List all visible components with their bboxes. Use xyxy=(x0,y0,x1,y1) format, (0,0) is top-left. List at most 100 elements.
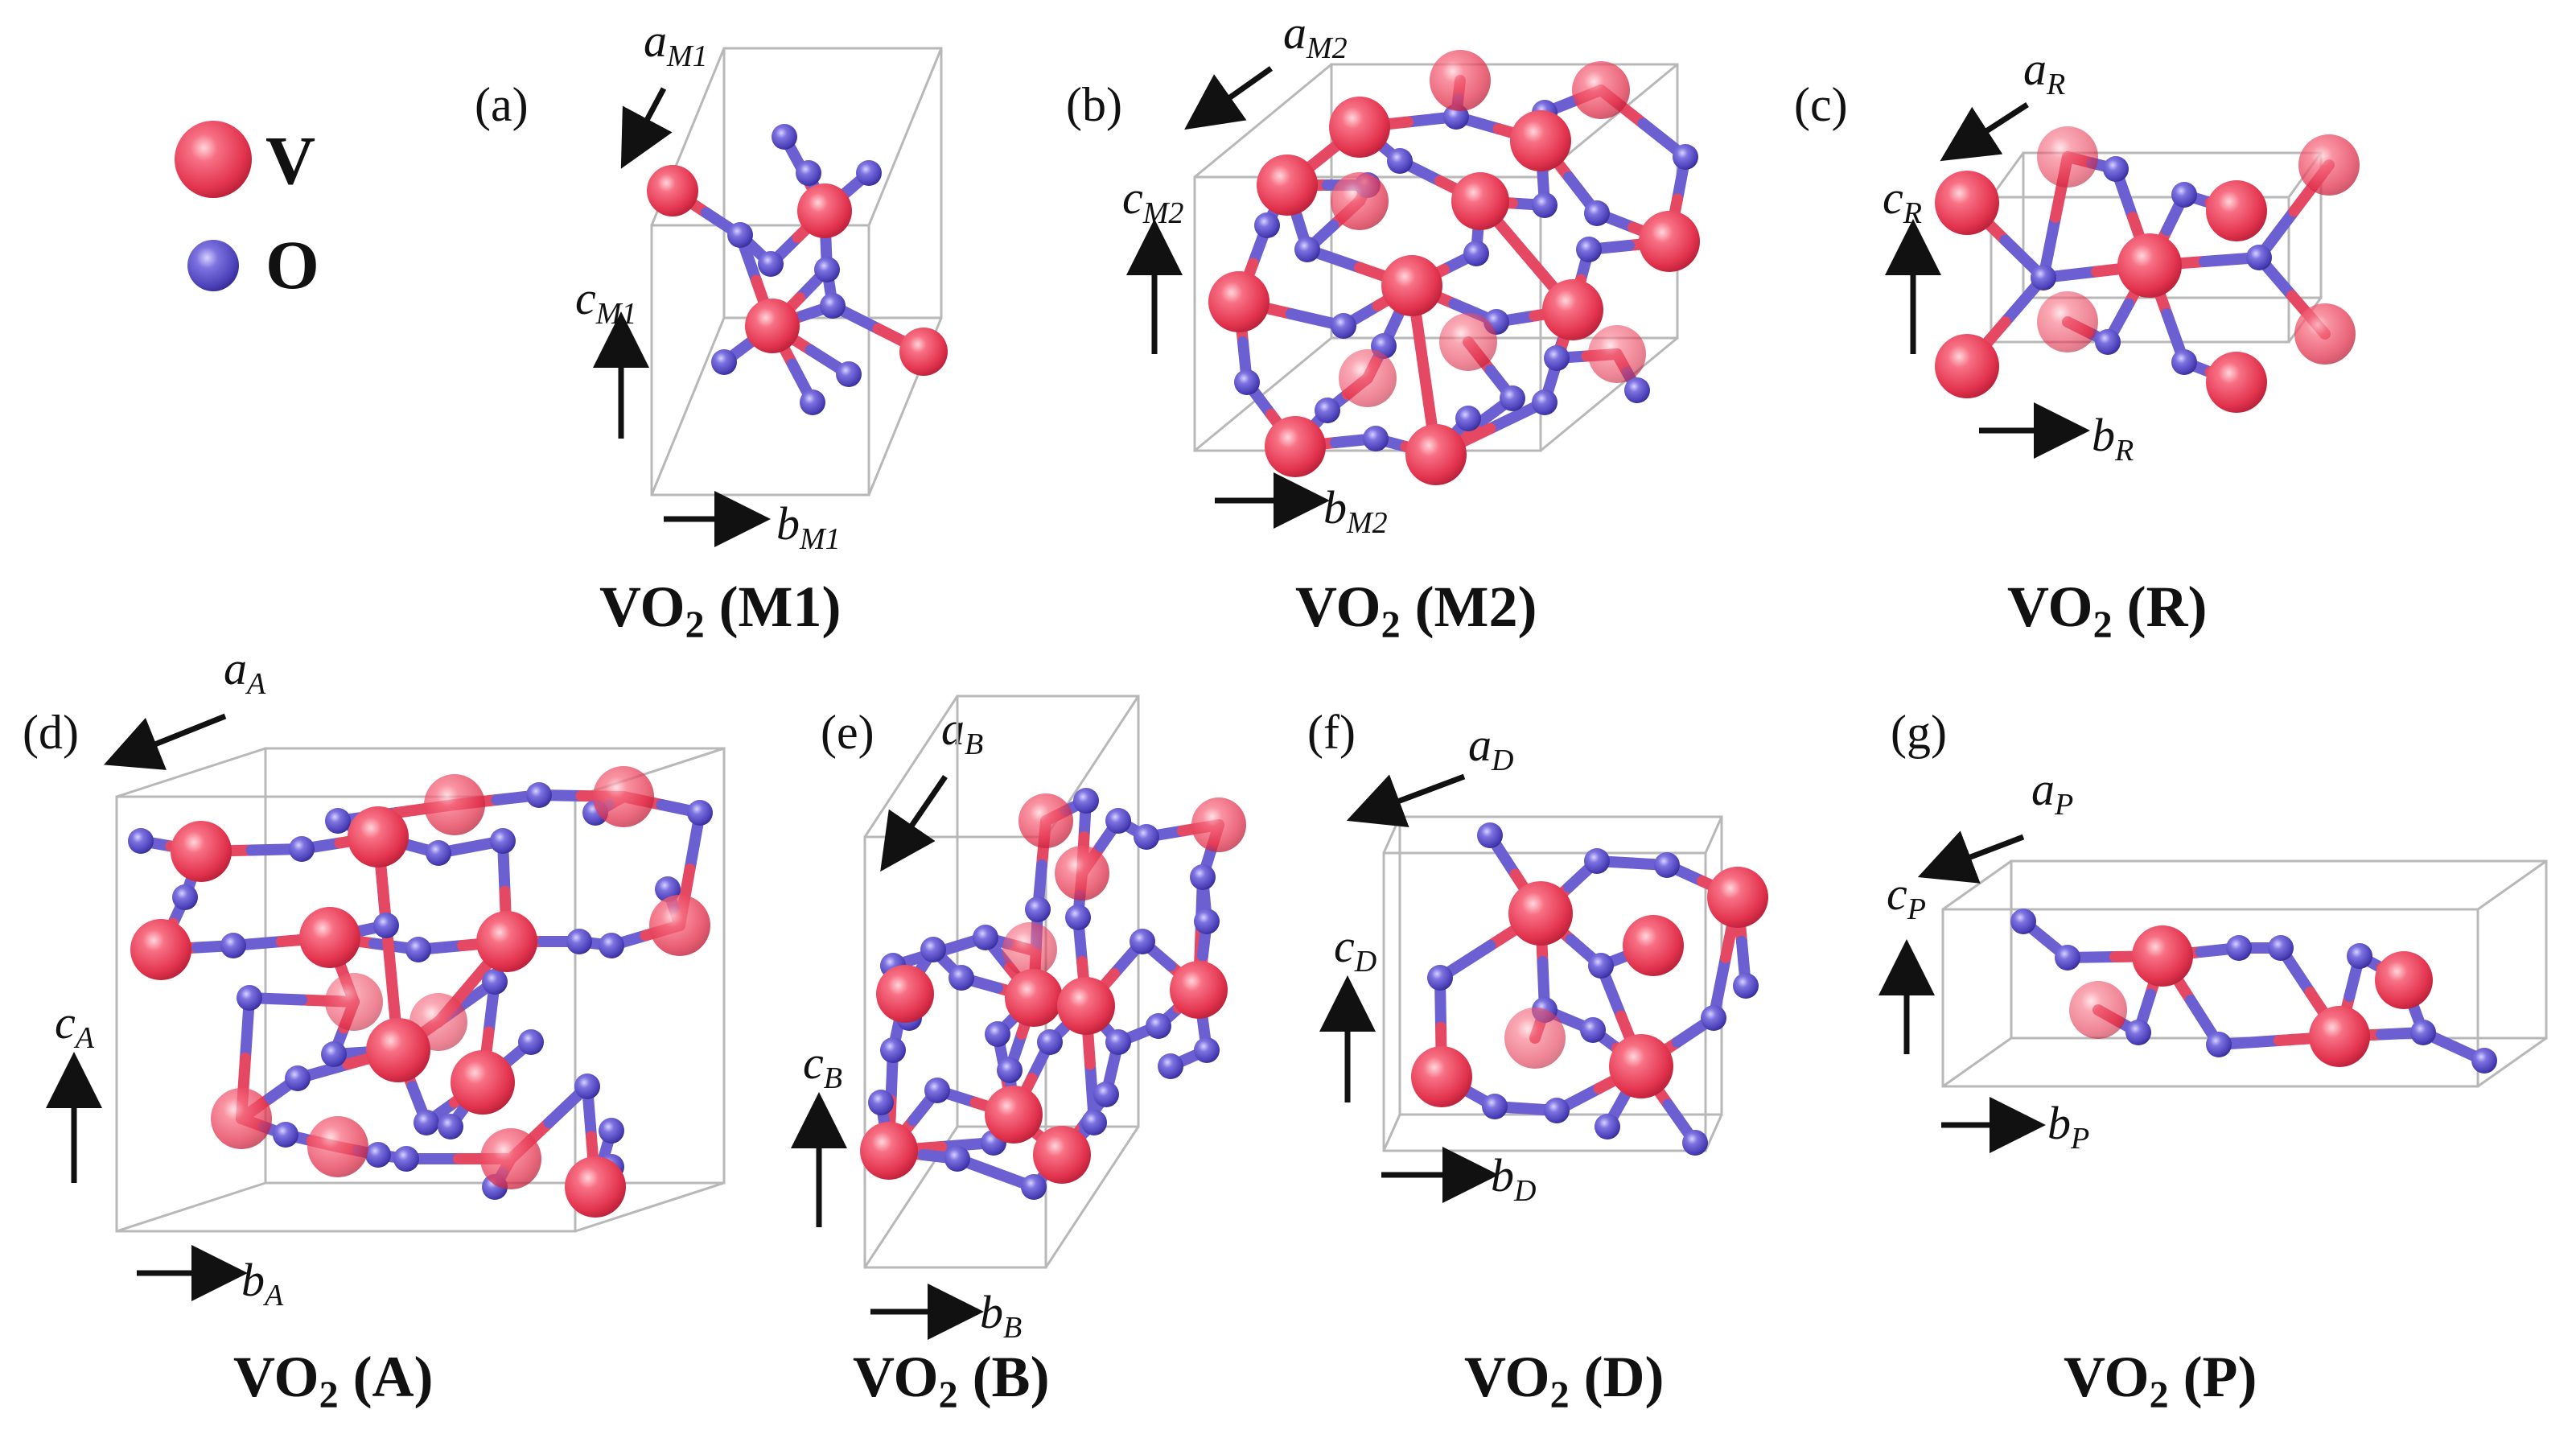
panel-title-m2: VO2 (M2) xyxy=(1295,575,1537,646)
vanadium-atom xyxy=(2117,233,2182,298)
oxygen-atom xyxy=(285,1065,311,1091)
oxygen-atom xyxy=(1105,1029,1131,1055)
vanadium-atom xyxy=(2206,180,2267,241)
axis-label-a-P: aP xyxy=(2031,763,2073,822)
panel-title-m1: VO2 (M1) xyxy=(599,575,841,646)
structure-D xyxy=(1411,822,1768,1156)
oxygen-atom xyxy=(490,828,516,854)
panel-label-a: (a) xyxy=(475,78,529,131)
oxygen-atom xyxy=(949,965,974,991)
oxygen-atom xyxy=(128,828,154,854)
vanadium-atom xyxy=(1451,172,1509,230)
oxygen-atom xyxy=(796,160,821,186)
oxygen-atom xyxy=(973,925,998,950)
oxygen-atom xyxy=(599,1118,624,1144)
vanadium-atom xyxy=(745,299,800,353)
vanadium-atom xyxy=(130,919,191,980)
oxygen-atom xyxy=(2347,943,2372,969)
oxygen-atom xyxy=(1624,377,1650,403)
oxygen-atom xyxy=(220,933,246,958)
structure-B xyxy=(860,788,1246,1200)
oxygen-atom xyxy=(1532,389,1558,415)
vanadium-atom xyxy=(171,821,232,882)
oxygen-atom xyxy=(1194,909,1220,934)
axis-label-c-m1: cM1 xyxy=(575,272,636,331)
vanadium-atom xyxy=(860,1122,918,1180)
oxygen-atom xyxy=(1455,406,1481,431)
vanadium-atom xyxy=(593,766,654,827)
vanadium-atom xyxy=(1439,313,1497,371)
oxygen-atom xyxy=(1654,852,1680,878)
axis-arrow-a-r xyxy=(1940,102,2029,162)
axis-label-b-A: bA xyxy=(241,1254,284,1313)
vanadium-atom xyxy=(2132,925,2193,987)
vanadium-atom xyxy=(2375,951,2433,1009)
oxygen-atom xyxy=(1477,822,1503,848)
oxygen-atom xyxy=(566,929,592,954)
crystal-structures xyxy=(46,47,2548,1340)
vanadium-atom xyxy=(1170,961,1228,1019)
oxygen-atom xyxy=(2095,329,2121,355)
oxygen-atom xyxy=(373,913,399,938)
oxygen-atom xyxy=(800,389,825,415)
panel-titles: VO2 (M1) VO2 (M2) VO2 (R) VO2 (A) VO2 (B… xyxy=(233,575,2257,1416)
vanadium-atom xyxy=(211,1088,272,1149)
oxygen-atom xyxy=(426,840,451,866)
axis-label-c-r: cR xyxy=(1883,171,1922,230)
vanadium-atom xyxy=(1381,255,1442,316)
oxygen-atom xyxy=(820,293,846,319)
panel-label-c: (c) xyxy=(1794,78,1848,131)
legend-vanadium-sphere xyxy=(175,121,252,198)
panel-title-d: VO2 (D) xyxy=(1464,1345,1665,1416)
oxygen-atom xyxy=(836,361,862,387)
oxygen-atom xyxy=(2471,1048,2497,1074)
axis-label-c-A: cA xyxy=(55,996,95,1055)
oxygen-atom xyxy=(2055,945,2080,971)
vanadium-atom xyxy=(1055,846,1109,900)
vanadium-atom xyxy=(1542,279,1603,340)
legend-vanadium-label: V xyxy=(265,122,315,199)
oxygen-atom xyxy=(924,1078,950,1103)
vanadium-atom xyxy=(1208,271,1269,332)
oxygen-atom xyxy=(414,1110,439,1135)
vanadium-atom xyxy=(1510,110,1571,171)
panel-label-d: (d) xyxy=(23,706,79,759)
oxygen-atom xyxy=(1733,973,1759,999)
oxygen-atom xyxy=(1580,1017,1606,1043)
axis-label-c-P: cP xyxy=(1887,867,1926,926)
vanadium-atom xyxy=(2037,126,2098,188)
vanadium-atom xyxy=(1329,97,1390,158)
panel-label-g: (g) xyxy=(1891,706,1947,759)
oxygen-atom xyxy=(2246,245,2272,270)
oxygen-atom xyxy=(2171,349,2197,375)
oxygen-atom xyxy=(518,1029,544,1055)
oxygen-atom xyxy=(2410,1020,2436,1045)
oxygen-atom xyxy=(997,1057,1023,1083)
oxygen-atom xyxy=(1532,192,1558,218)
oxygen-atom xyxy=(1021,1174,1047,1200)
vanadium-atom xyxy=(1057,977,1115,1035)
axis-label-c-B: cB xyxy=(803,1036,842,1095)
panel-title-a: VO2 (A) xyxy=(233,1345,434,1416)
vanadium-atom xyxy=(2069,981,2127,1039)
oxygen-atom xyxy=(482,969,508,995)
oxygen-atom xyxy=(880,1037,906,1063)
structure-r xyxy=(1935,126,2360,413)
oxygen-atom xyxy=(2206,1032,2232,1057)
panel-title-b: VO2 (B) xyxy=(853,1345,1050,1416)
oxygen-atom xyxy=(1065,905,1091,930)
vanadium-atom xyxy=(1331,172,1389,230)
oxygen-atom xyxy=(1673,144,1698,170)
oxygen-atom xyxy=(365,1142,391,1168)
vanadium-atom xyxy=(424,774,485,835)
panel-label-b: (b) xyxy=(1066,78,1122,131)
oxygen-atom xyxy=(1130,929,1155,954)
panel-label-e: (e) xyxy=(821,706,874,759)
oxygen-atom xyxy=(727,222,753,248)
oxygen-atom xyxy=(1025,896,1051,922)
legend-oxygen-label: O xyxy=(265,226,319,303)
vanadium-atom xyxy=(1623,915,1684,976)
oxygen-atom xyxy=(2103,156,2129,182)
panel-title-r: VO2 (R) xyxy=(2007,575,2208,646)
vanadium-atom xyxy=(307,1116,368,1177)
